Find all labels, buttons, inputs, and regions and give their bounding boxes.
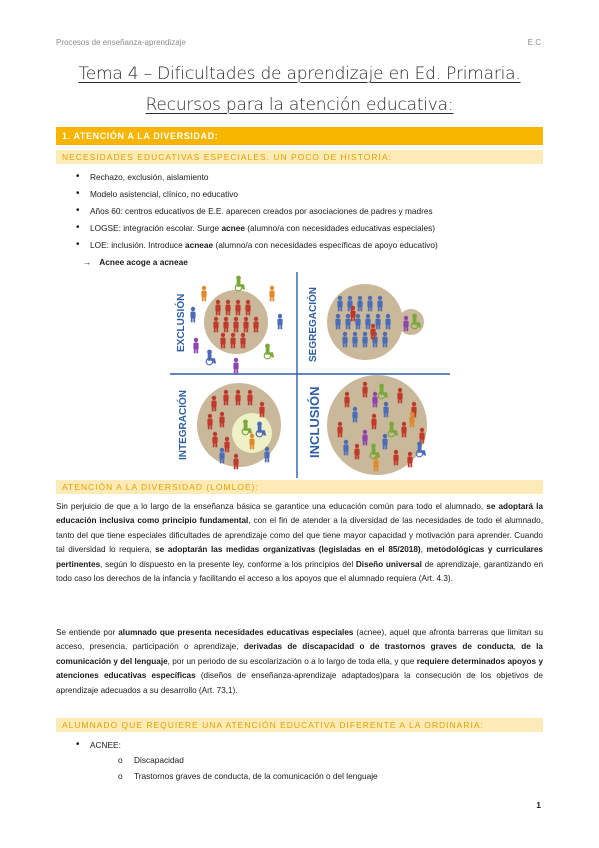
list-item: Rechazo, exclusión, aislamiento — [76, 171, 438, 188]
exclusion-label: EXCLUSIÓN — [174, 294, 187, 352]
paragraph-inclusive-education: Sin perjuicio de que a lo largo de la en… — [56, 502, 544, 584]
subsection-heading-students: ALUMNADO QUE REQUIERE UNA ATENCIÓN EDUCA… — [56, 718, 543, 732]
page-header-right: E.C — [527, 38, 541, 47]
acnee-label: ACNEE: — [76, 739, 121, 750]
arrow-icon: → — [83, 257, 92, 267]
acnee-list: Discapacidad Trastornos graves de conduc… — [118, 754, 378, 786]
subsection-heading-history: NECESIDADES EDUCATIVAS ESPECIALES. UN PO… — [56, 150, 543, 164]
title-line-1: Tema 4 – Dificultades de aprendizaje en … — [78, 64, 521, 84]
list-item: Años 60: centros educativos de E.E. apar… — [76, 205, 438, 222]
inclusion-label: INCLUSIÓN — [307, 387, 322, 459]
list-item: LOE: inclusión. Introduce acneae (alumno… — [76, 239, 438, 256]
segregation-label: SEGREGACIÓN — [306, 287, 319, 362]
list-item: Modelo asistencial, clínico, no educativ… — [76, 188, 438, 205]
page-number: 1 — [536, 800, 541, 810]
arrow-note: → Acnee acoge a acneae — [83, 257, 188, 267]
inclusion-diagram — [327, 375, 427, 475]
subsection-heading-attention: ATENCIÓN A LA DIVERSIDAD (LOMLOE): — [56, 480, 543, 494]
page-header-left: Procesos de enseñanza-aprendizaje — [56, 38, 186, 47]
title-line-2: Recursos para la atención educativa: — [145, 95, 454, 115]
list-item: LOGSE: integración escolar. Surge acnee … — [76, 222, 438, 239]
arrow-note-text: Acnee acoge a acneae — [99, 257, 188, 267]
exclusion-diagram — [190, 275, 283, 374]
integration-diagram — [197, 383, 281, 470]
segregation-diagram — [327, 284, 424, 360]
history-list: Rechazo, exclusión, aislamiento Modelo a… — [76, 171, 438, 256]
paragraph-acnee-definition: Se entiende por alumnado que presenta ne… — [56, 628, 544, 695]
list-item: Discapacidad — [118, 754, 378, 770]
integration-label: INTEGRACIÓN — [176, 390, 189, 460]
diversity-models-figure: EXCLUSIÓN SEGREGACIÓN INTEGRACIÓN INCLUS… — [170, 272, 450, 478]
section-heading-diversity: 1. ATENCIÓN A LA DIVERSIDAD: — [56, 127, 543, 145]
list-item: Trastornos graves de conducta, de la com… — [118, 770, 378, 786]
